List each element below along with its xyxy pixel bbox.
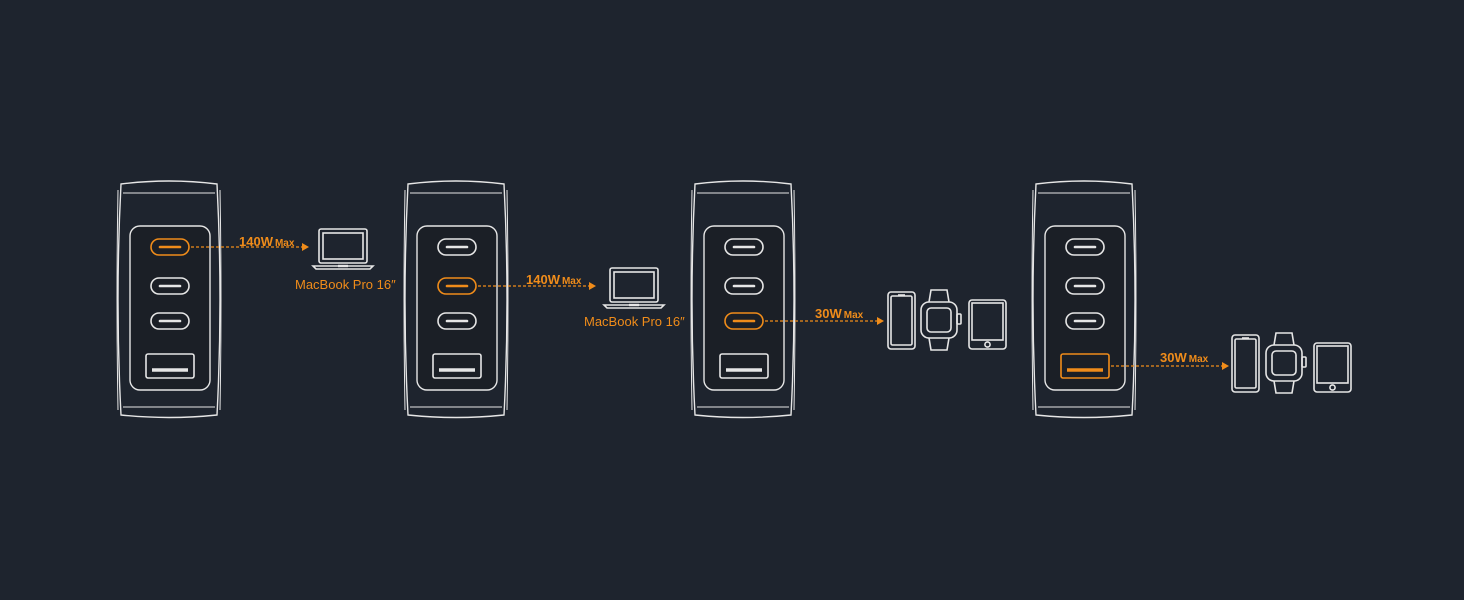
tablet-icon [1313, 342, 1352, 393]
watch-band-top [928, 289, 950, 303]
port-panel [129, 225, 211, 391]
charger-edge-left [1031, 189, 1034, 411]
usb-c-port-1 [1065, 238, 1105, 256]
max-label-3: Max [843, 310, 864, 321]
usb-c-port-2 [437, 277, 477, 295]
watch-face [926, 307, 952, 333]
usb-c-port-1 [437, 238, 477, 256]
connector-arrowhead-1 [302, 243, 309, 251]
tablet-icon [968, 299, 1007, 350]
power-value-2: 140W [526, 272, 560, 287]
charger-edge-right [219, 189, 222, 411]
power-value-1: 140W [239, 234, 273, 249]
tablet-body [968, 299, 1007, 350]
connector-arrowhead-3 [877, 317, 884, 325]
usb-c-port-1 [150, 238, 190, 256]
usb-a-port [432, 353, 482, 379]
charger-body [404, 180, 508, 419]
charger-edge-right [793, 189, 796, 411]
max-label-1: Max [274, 238, 295, 249]
laptop-base [602, 304, 666, 309]
tablet-body [1313, 342, 1352, 393]
laptop-screen [609, 267, 659, 303]
phone-screen [1234, 338, 1257, 389]
charger-body [117, 180, 221, 419]
phone-body [887, 291, 916, 350]
phone-icon [887, 291, 916, 350]
watch-crown [1301, 356, 1307, 368]
charger-edge-right [506, 189, 509, 411]
charger-edge-left [116, 189, 119, 411]
charger-body [1032, 180, 1136, 419]
port-panel [416, 225, 498, 391]
connector-arrowhead-4 [1222, 362, 1229, 370]
max-label-2: Max [561, 276, 582, 287]
laptop-icon [311, 228, 375, 270]
charger-4 [1031, 180, 1229, 419]
phone-body [1231, 334, 1260, 393]
watch-band-bottom [1273, 380, 1295, 394]
usb-a-port [145, 353, 195, 379]
laptop-display [322, 232, 364, 260]
usb-c-port-3 [724, 312, 764, 330]
max-label-4: Max [1188, 354, 1209, 365]
usb-c-port-2 [150, 277, 190, 295]
port-panel [1044, 225, 1126, 391]
usb-a-port [1060, 353, 1110, 379]
device-label-1: MacBook Pro 16″ [295, 277, 396, 292]
phone-screen [890, 295, 913, 346]
charger-3 [690, 180, 884, 419]
watch-crown [956, 313, 962, 325]
port-panel [703, 225, 785, 391]
power-value-3: 30W [815, 306, 842, 321]
usb-c-port-3 [150, 312, 190, 330]
laptop-display [613, 271, 655, 299]
tablet-home-button [1329, 384, 1336, 391]
laptop-screen [318, 228, 368, 264]
watch-band-bottom [928, 337, 950, 351]
charger-1 [116, 180, 309, 419]
usb-c-port-2 [724, 277, 764, 295]
tablet-screen [971, 302, 1004, 341]
laptop-icon [602, 267, 666, 309]
charger-body [691, 180, 795, 419]
watch-icon [1265, 332, 1307, 394]
usb-c-port-2 [1065, 277, 1105, 295]
device-label-2: MacBook Pro 16″ [584, 314, 685, 329]
watch-face [1271, 350, 1297, 376]
tablet-home-button [984, 341, 991, 348]
tablet-screen [1316, 345, 1349, 384]
watch-band-top [1273, 332, 1295, 346]
charger-edge-left [690, 189, 693, 411]
charger-edge-left [403, 189, 406, 411]
watch-icon [920, 289, 962, 351]
power-value-4: 30W [1160, 350, 1187, 365]
connector-arrowhead-2 [589, 282, 596, 290]
usb-c-port-3 [437, 312, 477, 330]
usb-a-port [719, 353, 769, 379]
phone-icon [1231, 334, 1260, 393]
laptop-base [311, 265, 375, 270]
charger-2 [403, 180, 596, 419]
usb-c-port-3 [1065, 312, 1105, 330]
charger-edge-right [1134, 189, 1137, 411]
usb-c-port-1 [724, 238, 764, 256]
